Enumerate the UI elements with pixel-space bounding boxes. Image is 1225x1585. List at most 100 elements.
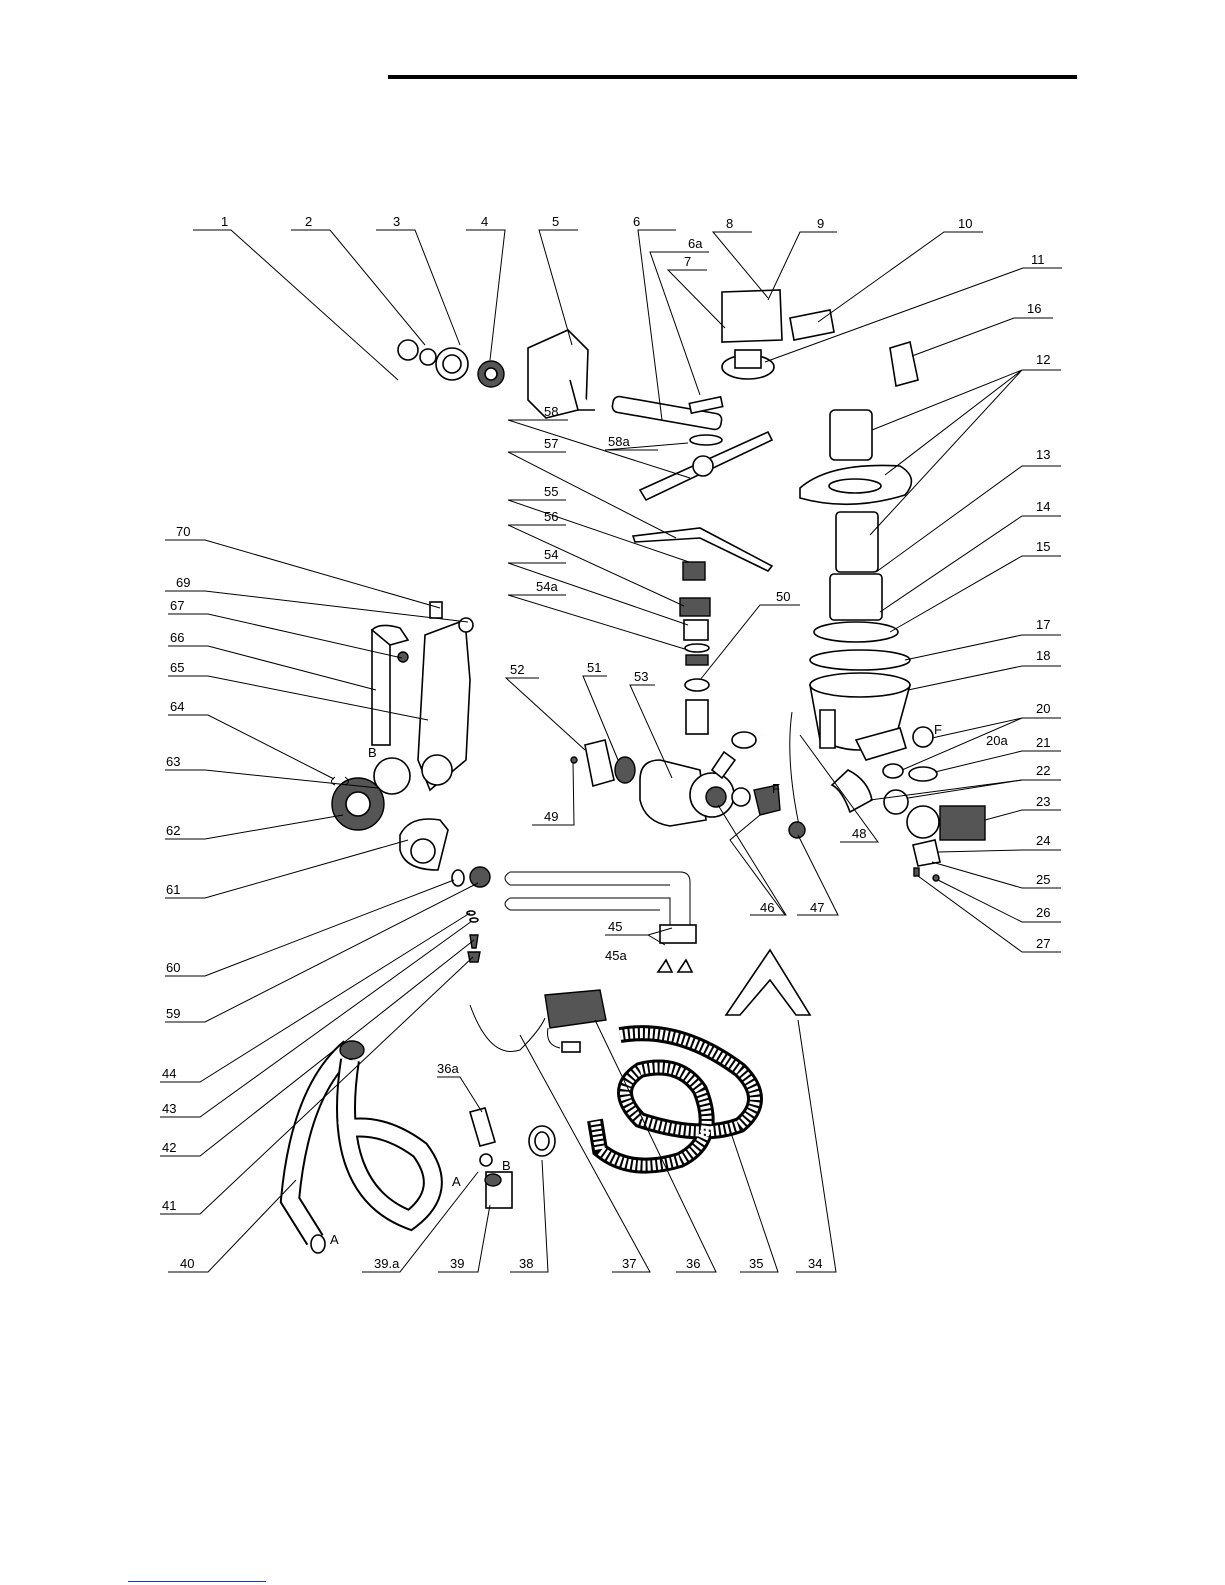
label-part-13: 13 <box>1036 447 1050 462</box>
seals-45a <box>658 960 692 972</box>
leader-6a <box>650 252 709 395</box>
label-part-3: 3 <box>393 214 400 229</box>
flat-filter-hole <box>829 479 881 493</box>
label-part-37: 37 <box>622 1256 636 1271</box>
pump-cover-opening <box>411 839 435 863</box>
connector-letter-f-right: F <box>934 722 942 737</box>
label-part-21: 21 <box>1036 735 1050 750</box>
leader-70 <box>165 540 440 608</box>
label-part-22: 22 <box>1036 763 1050 778</box>
leader-12c <box>870 370 1022 535</box>
leader-35 <box>730 1130 778 1272</box>
label-part-24: 24 <box>1036 833 1050 848</box>
label-part-52: 52 <box>510 662 524 677</box>
label-part-43: 43 <box>162 1101 176 1116</box>
label-part-57: 57 <box>544 436 558 451</box>
inlet-hose-end <box>311 1235 325 1253</box>
clip <box>689 397 722 413</box>
label-part-14: 14 <box>1036 499 1050 514</box>
label-part-56: 56 <box>544 509 558 524</box>
label-part-39: 39 <box>450 1256 464 1271</box>
pump-bracket-24 <box>913 840 940 866</box>
label-part-42: 42 <box>162 1140 176 1155</box>
hub-55 <box>680 598 710 616</box>
drain-pump-body <box>907 806 939 838</box>
label-part-23: 23 <box>1036 794 1050 809</box>
label-part-15: 15 <box>1036 539 1050 554</box>
pipe-66 <box>372 630 390 745</box>
leader-16 <box>912 318 1053 356</box>
label-part-60: 60 <box>166 960 180 975</box>
label-part-38: 38 <box>519 1256 533 1271</box>
screw-49 <box>571 757 577 763</box>
label-part-58a: 58a <box>608 434 630 449</box>
label-part-46: 46 <box>760 900 774 915</box>
label-part-67: 67 <box>170 598 184 613</box>
clamp-39a <box>480 1154 492 1166</box>
label-part-50: 50 <box>776 589 790 604</box>
label-part-8: 8 <box>726 216 733 231</box>
sump-side <box>820 710 835 748</box>
adapter-52 <box>585 740 614 786</box>
sensor-47 <box>789 822 805 838</box>
upper-bracket <box>722 290 782 342</box>
o-ring-60 <box>452 870 464 886</box>
connector-letter-f-center: F <box>772 781 780 796</box>
leader-23 <box>985 810 1061 820</box>
leader-3 <box>376 230 460 345</box>
label-part-54a: 54a <box>536 579 558 594</box>
clamp-20a <box>883 764 903 778</box>
connector-tube <box>686 700 708 734</box>
leader-12b <box>885 370 1022 475</box>
label-part-64: 64 <box>170 699 184 714</box>
leader-54a <box>508 595 688 650</box>
heater-loop-3 <box>510 898 670 925</box>
micro-filter <box>836 512 878 572</box>
leader-60 <box>165 880 454 976</box>
impeller-59 <box>470 867 490 887</box>
leader-58 <box>508 420 690 478</box>
clamp-50 <box>685 679 709 691</box>
float-top <box>735 350 761 368</box>
label-part-5: 5 <box>552 214 559 229</box>
leader-lines <box>160 230 1062 1272</box>
connector-letter-b-upper: B <box>368 745 377 760</box>
label-part-70: 70 <box>176 524 190 539</box>
leader-59 <box>165 883 478 1022</box>
label-part-9: 9 <box>817 216 824 231</box>
heater-bends <box>505 872 510 910</box>
label-part-55: 55 <box>544 484 558 499</box>
leader-42 <box>160 940 474 1156</box>
clamp-69 <box>459 618 473 632</box>
leader-1 <box>193 230 398 380</box>
leader-2 <box>291 230 425 345</box>
float-switch <box>790 310 834 340</box>
leader-52 <box>506 678 585 750</box>
hose-bracket-34 <box>726 950 810 1015</box>
leader-66 <box>168 646 376 690</box>
leader-14 <box>880 516 1061 612</box>
label-part-16: 16 <box>1027 301 1041 316</box>
gasket-17 <box>810 650 910 670</box>
clamp-ring-inner <box>443 355 461 373</box>
pump-inlet <box>706 787 726 807</box>
label-part-53: 53 <box>634 669 648 684</box>
label-part-54: 54 <box>544 547 558 562</box>
leader-45 <box>605 935 665 945</box>
washer-58a <box>690 435 722 445</box>
label-part-39a: 39.a <box>374 1256 400 1271</box>
sensor <box>890 342 918 386</box>
label-part-34: 34 <box>808 1256 822 1271</box>
leader-10 <box>818 232 983 322</box>
label-part-25: 25 <box>1036 872 1050 887</box>
label-part-1: 1 <box>221 214 228 229</box>
label-part-62: 62 <box>166 823 180 838</box>
label-part-26: 26 <box>1036 905 1050 920</box>
connector-letter-b-valve: B <box>502 1158 511 1173</box>
leader-24 <box>938 850 1061 852</box>
drain-hose-outline <box>595 1033 755 1165</box>
nut-hole <box>485 368 497 380</box>
label-part-48: 48 <box>852 826 866 841</box>
ring-51 <box>615 757 635 783</box>
